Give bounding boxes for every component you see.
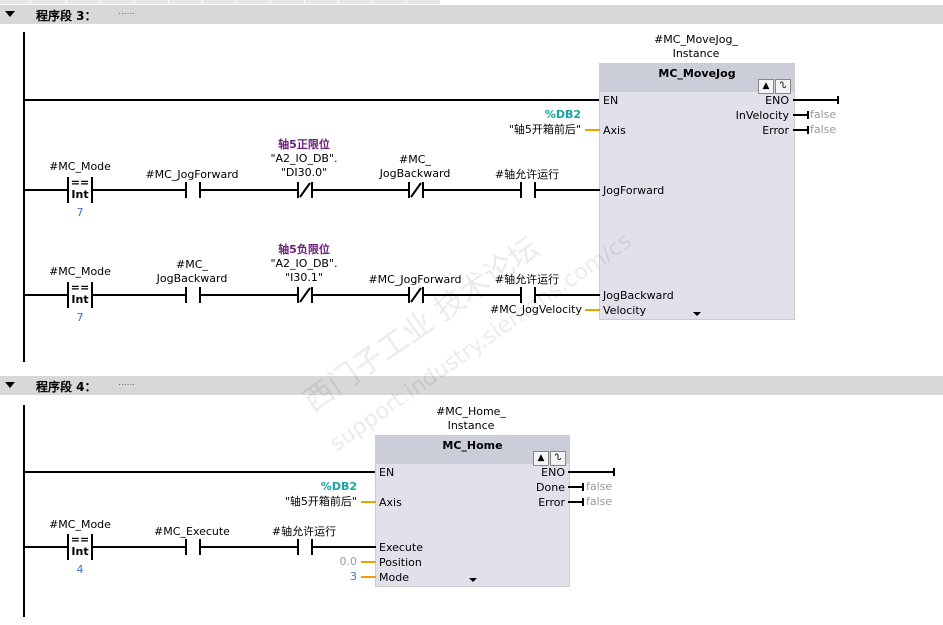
contact-label[interactable]: #MC_JogBackward — [379, 153, 451, 180]
error-value: false — [810, 123, 837, 136]
wire-end — [807, 126, 809, 134]
contact-label[interactable]: #MC_JogForward — [145, 168, 239, 181]
axis-address: %DB2 — [320, 480, 357, 493]
done-wire — [568, 486, 583, 488]
wire-end — [613, 468, 615, 476]
no-contact[interactable] — [520, 182, 536, 198]
no-contact[interactable] — [185, 287, 201, 303]
velocity-operand[interactable]: #MC_JogVelocity — [490, 303, 582, 316]
no-contact[interactable] — [185, 539, 201, 555]
mc-movejog-block[interactable]: MC_MoveJog ▲ ᔐ EN Axis JogForward JogBac… — [599, 63, 795, 320]
protection-icon[interactable]: ▲ — [758, 79, 774, 94]
network-comment[interactable]: ...... — [118, 378, 136, 388]
protection-icon[interactable]: ▲ — [533, 451, 549, 466]
no-contact[interactable] — [297, 539, 313, 555]
axis-wire — [361, 501, 376, 503]
instance-label: #MC_MoveJog_Instance — [654, 33, 738, 60]
pin-jogforward: JogForward — [603, 184, 665, 197]
eno-wire — [568, 471, 614, 473]
wire-end — [807, 111, 809, 119]
position-value[interactable]: 0.0 — [339, 555, 358, 568]
power-rail — [23, 32, 25, 362]
done-value: false — [586, 480, 613, 493]
axis-wire — [585, 129, 600, 131]
nc-contact[interactable] — [297, 287, 313, 303]
pin-eno: ENO — [541, 466, 565, 479]
eno-wire — [793, 99, 838, 101]
pin-axis: Axis — [603, 124, 626, 137]
en-wire — [23, 99, 600, 101]
diagnostics-icon[interactable]: ᔐ — [775, 79, 791, 94]
pin-execute: Execute — [379, 541, 423, 554]
invelocity-wire — [793, 114, 808, 116]
no-contact[interactable] — [185, 182, 201, 198]
top-tab-strip — [0, 0, 440, 4]
pin-eno: ENO — [765, 94, 789, 107]
nc-contact[interactable] — [297, 182, 313, 198]
position-wire — [361, 561, 376, 563]
pin-done: Done — [536, 481, 565, 494]
wire-end — [837, 96, 839, 104]
axis-address: %DB2 — [544, 108, 581, 121]
compare-equal-box[interactable]: ==Int — [67, 534, 93, 560]
compare-equal-box[interactable]: ==Int — [67, 177, 93, 203]
pin-invelocity: InVelocity — [735, 109, 789, 122]
network-4-header[interactable]: 程序段 4： ...... — [0, 376, 943, 395]
nc-contact[interactable] — [408, 182, 424, 198]
network-comment[interactable]: ...... — [118, 7, 136, 17]
compare-equal-box[interactable]: ==Int — [67, 282, 93, 308]
network-3-header[interactable]: 程序段 3： ...... — [0, 5, 943, 24]
error-wire — [793, 129, 808, 131]
collapse-triangle-icon[interactable] — [5, 11, 15, 17]
contact-label[interactable]: #轴允许运行 — [271, 525, 337, 538]
pin-en: EN — [603, 94, 619, 107]
velocity-wire — [585, 309, 600, 311]
compare-operand[interactable]: #MC_Mode — [49, 265, 111, 278]
pin-mode: Mode — [379, 571, 409, 584]
mode-wire — [361, 576, 376, 578]
no-contact[interactable] — [520, 287, 536, 303]
contact-label[interactable]: #轴允许运行 — [494, 168, 560, 181]
compare-value[interactable]: 7 — [76, 206, 84, 219]
wire-end — [582, 498, 584, 506]
pin-error: Error — [538, 496, 565, 509]
expand-arrow-icon[interactable] — [693, 312, 701, 316]
invelocity-value: false — [810, 108, 837, 121]
power-rail — [23, 405, 25, 617]
network-title: 程序段 4： — [36, 380, 97, 394]
wire-end — [582, 483, 584, 491]
contact-label[interactable]: #MC_JogForward — [368, 273, 462, 286]
instance-label: #MC_Home_Instance — [436, 405, 506, 432]
error-value: false — [586, 495, 613, 508]
contact-label[interactable]: #MC_JogBackward — [156, 258, 228, 285]
pin-jogbackward: JogBackward — [603, 289, 674, 302]
mode-value[interactable]: 3 — [350, 570, 357, 583]
pin-velocity: Velocity — [603, 304, 647, 317]
collapse-triangle-icon[interactable] — [5, 382, 15, 388]
compare-operand[interactable]: #MC_Mode — [49, 518, 111, 531]
expand-arrow-icon[interactable] — [469, 578, 477, 582]
pin-error: Error — [762, 124, 789, 137]
nc-contact[interactable] — [408, 287, 424, 303]
pin-position: Position — [379, 556, 422, 569]
contact-label[interactable]: 轴5负限位"A2_IO_DB"."I30.1" — [270, 243, 338, 284]
compare-value[interactable]: 4 — [76, 563, 84, 576]
contact-label[interactable]: 轴5正限位"A2_IO_DB"."DI30.0" — [270, 138, 338, 179]
error-wire — [568, 501, 583, 503]
contact-label[interactable]: #MC_Execute — [154, 525, 230, 538]
pin-axis: Axis — [379, 496, 402, 509]
network-title: 程序段 3： — [36, 9, 97, 23]
axis-operand[interactable]: "轴5开箱前后" — [284, 495, 357, 508]
pin-en: EN — [379, 466, 395, 479]
axis-operand[interactable]: "轴5开箱前后" — [508, 123, 581, 136]
en-wire — [23, 471, 376, 473]
compare-value[interactable]: 7 — [76, 311, 84, 324]
compare-operand[interactable]: #MC_Mode — [49, 160, 111, 173]
diagnostics-icon[interactable]: ᔐ — [550, 451, 566, 466]
block-name: MC_MoveJog — [658, 67, 736, 80]
contact-label[interactable]: #轴允许运行 — [494, 273, 560, 286]
mc-home-block[interactable]: MC_Home ▲ ᔐ EN Axis Execute Position Mod… — [375, 435, 570, 587]
block-name: MC_Home — [442, 439, 503, 452]
